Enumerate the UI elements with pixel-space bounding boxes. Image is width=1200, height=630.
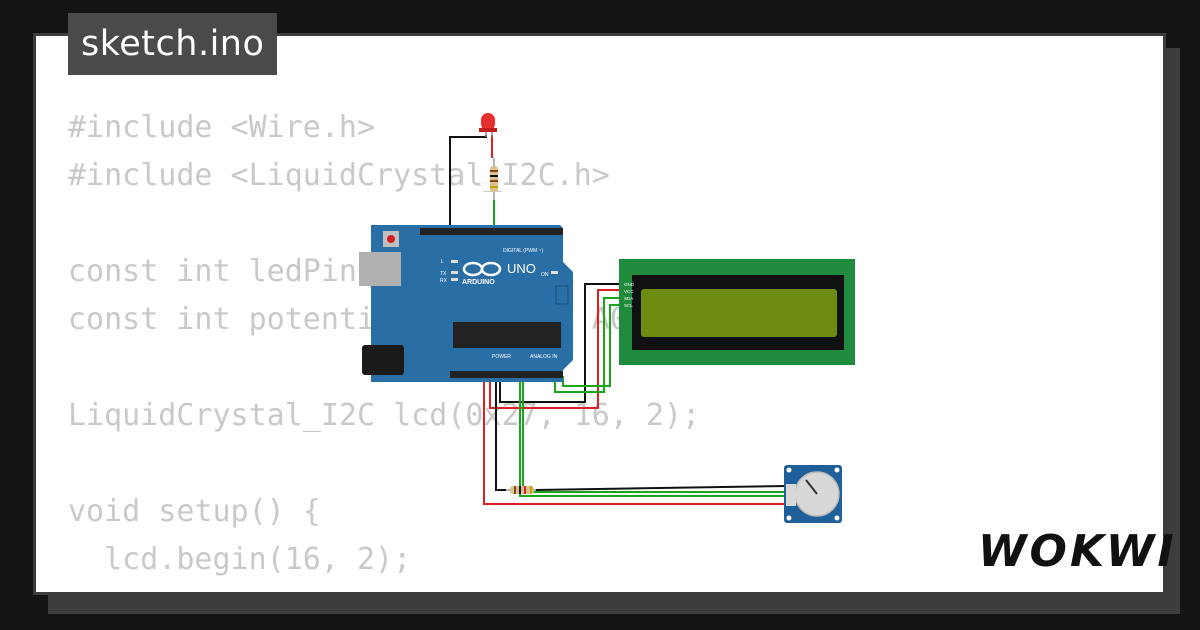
l-label: L — [441, 259, 444, 265]
lcd-1602-i2c[interactable]: GND VCC SDA SCL — [619, 259, 855, 365]
resistor-pot[interactable] — [506, 486, 536, 494]
wire-pot-gnd — [495, 376, 506, 491]
digital-header — [420, 228, 563, 235]
wire-lcd-vcc — [489, 289, 622, 409]
code-line: #include <Wire.h> — [68, 110, 376, 145]
wire-pot-gnd-2 — [535, 485, 787, 491]
potentiometer[interactable] — [784, 465, 842, 523]
lcd-pin-scl: SCL — [624, 303, 633, 308]
wire-pot-signal-2 — [522, 376, 786, 493]
rx-label: RX — [440, 278, 448, 284]
board-model-label: UNO — [507, 261, 536, 276]
arduino-uno-board[interactable]: UNO ARDUINO DIGITAL (PWM ~) POWER ANALOG… — [359, 225, 573, 382]
lcd-pin-gnd: GND — [624, 282, 635, 287]
power-label: POWER — [492, 354, 511, 360]
code-card: #include <Wire.h> #include <LiquidCrystal… — [33, 33, 1166, 595]
power-jack — [362, 345, 404, 375]
tx-label: TX — [440, 271, 447, 277]
board-brand-label: ARDUINO — [462, 279, 495, 286]
wire-pot-vcc — [483, 376, 786, 505]
usb-port — [359, 252, 401, 286]
wokwi-logo: WOKWI — [978, 526, 1177, 577]
code-line: void setup() { — [68, 494, 321, 529]
led[interactable] — [479, 113, 497, 137]
wire-lcd-sda — [554, 297, 622, 393]
on-label: ON — [541, 272, 549, 278]
lcd-pin-sda: SDA — [624, 296, 633, 301]
arduino-logo-icon — [462, 261, 502, 277]
code-line: lcd.begin(16, 2); — [68, 542, 412, 577]
code-line: lcd.backlight(); — [68, 584, 700, 592]
wire-led-gnd — [449, 135, 487, 230]
wire-lcd-gnd — [499, 283, 622, 403]
resistor-led[interactable] — [490, 158, 498, 200]
analog-power-header — [450, 371, 563, 378]
wire-lcd-scl — [562, 304, 622, 387]
analog-label: ANALOG IN — [530, 354, 558, 360]
code-line: LiquidCrystal_I2C lcd(0x27, 16, 2); — [68, 398, 701, 433]
wire-pot-signal — [519, 376, 786, 497]
digital-label: DIGITAL (PWM ~) — [503, 248, 543, 254]
atmega-chip — [453, 322, 561, 348]
code-line: #include <LiquidCrystal_I2C.h> — [68, 158, 610, 193]
file-title-tab[interactable]: sketch.ino — [68, 13, 278, 75]
wires — [449, 135, 787, 505]
lcd-pin-vcc: VCC — [624, 289, 634, 294]
lcd-screen — [641, 289, 837, 337]
